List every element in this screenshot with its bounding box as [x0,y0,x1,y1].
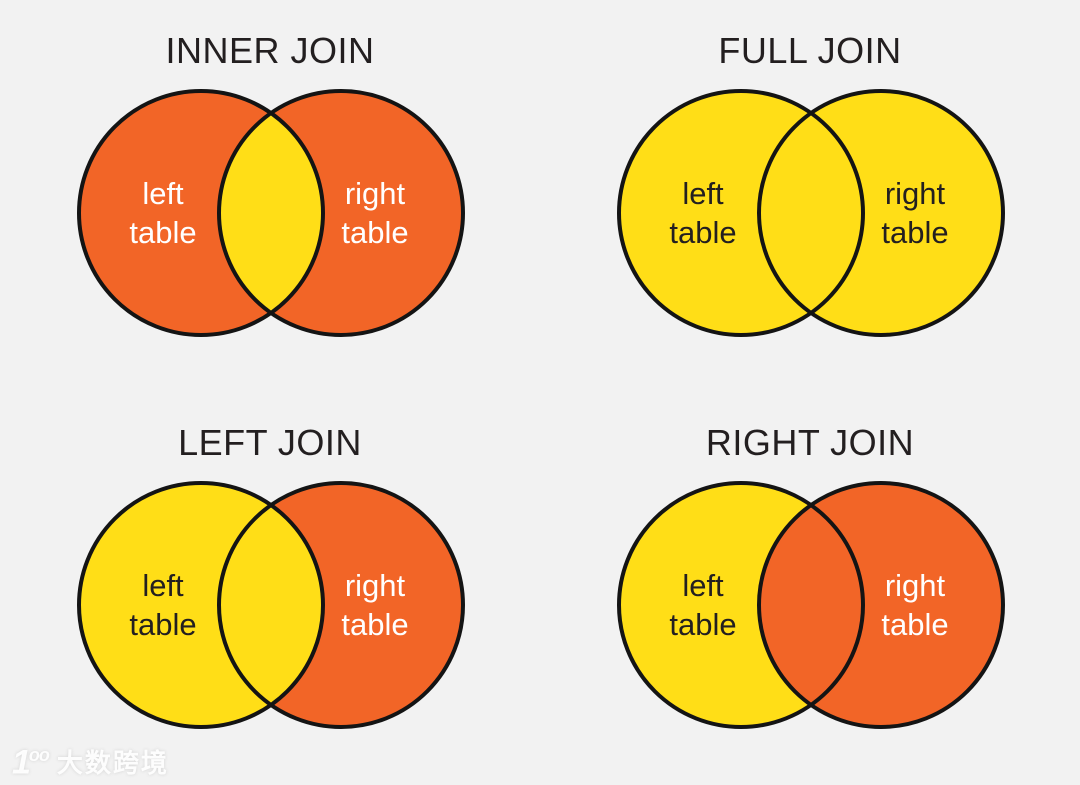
right-circle-outline [217,89,465,337]
right-table-label-line2: table [341,215,408,250]
right-circle-outline [757,89,1005,337]
right-circle-outline [217,481,465,729]
right-table-label-line1: right [885,568,946,603]
venn-cell-right-join: RIGHT JOIN left table right table [540,392,1080,785]
venn-diagram-right-join: left table right table [617,481,1005,729]
right-table-label-line1: right [345,568,406,603]
diagram-title-left-join: LEFT JOIN [178,422,362,463]
left-table-label-line1: left [142,176,184,211]
diagram-title-full-join: FULL JOIN [718,30,902,71]
watermark: 1oo 大数跨境 [12,740,169,781]
right-table-label-line2: table [341,607,408,642]
venn-diagram-left-join: left table right table [77,481,465,729]
left-table-label-line2: table [129,215,196,250]
right-table-label-line1: right [345,176,406,211]
left-circle-outline [617,89,865,337]
left-table-label-line2: table [129,607,196,642]
intersection-region [759,483,863,727]
left-circle-outline [77,89,325,337]
diagram-title-inner-join: INNER JOIN [165,30,375,71]
venn-cell-inner-join: INNER JOIN left table right table [0,0,540,392]
watermark-logo-icon: 1oo [12,743,50,781]
left-table-label-line1: left [142,568,184,603]
watermark-text: 大数跨境 [56,748,169,778]
right-table-label-line2: table [881,215,948,250]
intersection-region [219,483,323,727]
right-table-label-line1: right [885,176,946,211]
venn-diagram-inner-join: left table right table [77,89,465,337]
intersection-region [759,91,863,335]
left-circle-outline [617,481,865,729]
left-table-label-line1: left [682,176,724,211]
left-table-label-line1: left [682,568,724,603]
left-table-label-line2: table [669,215,736,250]
left-table-label-line2: table [669,607,736,642]
right-circle-outline [757,481,1005,729]
intersection-region [219,91,323,335]
right-table-label-line2: table [881,607,948,642]
diagram-title-right-join: RIGHT JOIN [705,422,915,463]
venn-diagram-full-join: left table right table [617,89,1005,337]
venn-cell-left-join: LEFT JOIN left table right table [0,392,540,785]
venn-cell-full-join: FULL JOIN left table right table [540,0,1080,392]
left-circle-outline [77,481,325,729]
